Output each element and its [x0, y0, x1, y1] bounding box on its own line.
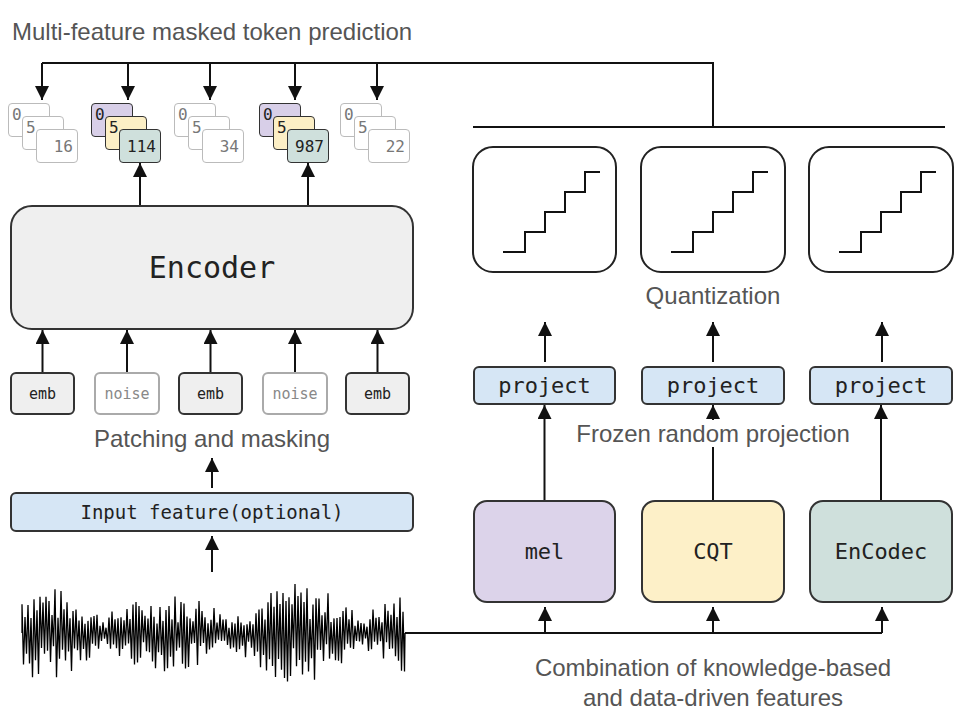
node-text: emb	[29, 385, 56, 403]
caption-label: Quantization	[646, 282, 781, 309]
prediction-arrow	[41, 63, 43, 100]
flow-arrow	[377, 330, 379, 372]
noise-token: noise	[94, 372, 160, 415]
signal-wire	[405, 632, 882, 634]
quantizer-box	[641, 147, 785, 272]
diagram-title: Multi-feature masked token prediction	[12, 18, 412, 46]
node-text: emb	[197, 385, 224, 403]
token-card: 22	[368, 129, 410, 163]
flow-arrow	[880, 405, 882, 500]
label-box: Frozen random projection	[493, 419, 933, 449]
node-text: CQT	[693, 539, 733, 564]
token-id: 5	[26, 118, 36, 137]
token-id: 5	[277, 118, 287, 137]
node-text: emb	[364, 385, 391, 403]
token-id: 5	[358, 118, 368, 137]
label-box: Quantization	[513, 281, 913, 311]
flow-arrow	[881, 607, 883, 633]
node-text: noise	[104, 385, 149, 403]
node-text: project	[835, 373, 928, 398]
flow-arrow	[712, 405, 714, 500]
node-text: Encoder	[149, 250, 275, 285]
node-text: Input feature(optional)	[80, 501, 343, 523]
projection-box: project	[641, 366, 785, 405]
prediction-arrow	[209, 63, 211, 100]
token-id: 5	[109, 118, 119, 137]
waveform-illustration	[22, 584, 405, 681]
node-text: EnCodec	[835, 539, 928, 564]
token-id: 5	[192, 118, 202, 137]
flow-arrow	[211, 458, 213, 488]
token-card: 16	[36, 129, 78, 163]
embedding-token: emb	[345, 372, 410, 415]
caption-label: Combination of knowledge-based and data-…	[535, 654, 891, 711]
token-id: 0	[95, 105, 105, 124]
flow-arrow	[881, 322, 883, 362]
flow-arrow	[210, 330, 212, 372]
feature-box: CQT	[641, 500, 785, 603]
input-feature-box: Input feature(optional)	[10, 492, 414, 532]
prediction-arrow	[294, 63, 296, 100]
token-card: 987	[287, 129, 329, 163]
label-box: Patching and masking	[12, 424, 412, 454]
token-id: 0	[263, 105, 273, 124]
flow-arrow	[294, 330, 296, 372]
token-id: 22	[386, 137, 405, 156]
flow-arrow	[42, 330, 44, 372]
token-id: 0	[178, 105, 188, 124]
node-text: project	[667, 373, 760, 398]
token-id: 34	[220, 137, 239, 156]
label-box: Combination of knowledge-based and data-…	[517, 653, 909, 713]
quantizer-box	[473, 147, 616, 272]
node-text: mel	[525, 539, 565, 564]
token-card: 114	[119, 129, 161, 163]
projection-box: project	[809, 366, 953, 405]
staircase-symbol	[839, 172, 936, 252]
node-text: project	[498, 373, 591, 398]
flow-arrow	[126, 330, 128, 372]
token-card: 34	[202, 129, 244, 163]
flow-arrow	[139, 163, 141, 205]
prediction-arrow	[376, 63, 378, 100]
flow-arrow	[307, 163, 309, 205]
staircase-symbol	[671, 172, 768, 252]
flow-arrow	[712, 607, 714, 633]
feature-box: EnCodec	[809, 500, 953, 603]
caption-label: Patching and masking	[94, 425, 330, 452]
flow-arrow	[544, 322, 546, 362]
token-id: 987	[295, 137, 324, 156]
flow-arrow	[544, 607, 546, 633]
node-text: noise	[272, 385, 317, 403]
embedding-token: emb	[178, 372, 243, 415]
noise-token: noise	[262, 372, 328, 415]
flow-arrow	[712, 322, 714, 362]
token-id: 16	[54, 137, 73, 156]
prediction-arrow	[127, 63, 129, 100]
projection-box: project	[473, 366, 616, 405]
token-id: 0	[344, 105, 354, 124]
embedding-token: emb	[10, 372, 75, 415]
caption-label: Frozen random projection	[576, 420, 849, 447]
token-id: 0	[12, 105, 22, 124]
flow-arrow	[544, 405, 546, 500]
staircase-symbol	[503, 172, 600, 252]
token-id: 114	[127, 137, 156, 156]
feature-box: mel	[473, 500, 616, 603]
quantizer-box	[809, 147, 953, 272]
encoder-box: Encoder	[10, 205, 414, 330]
flow-arrow	[211, 536, 213, 572]
